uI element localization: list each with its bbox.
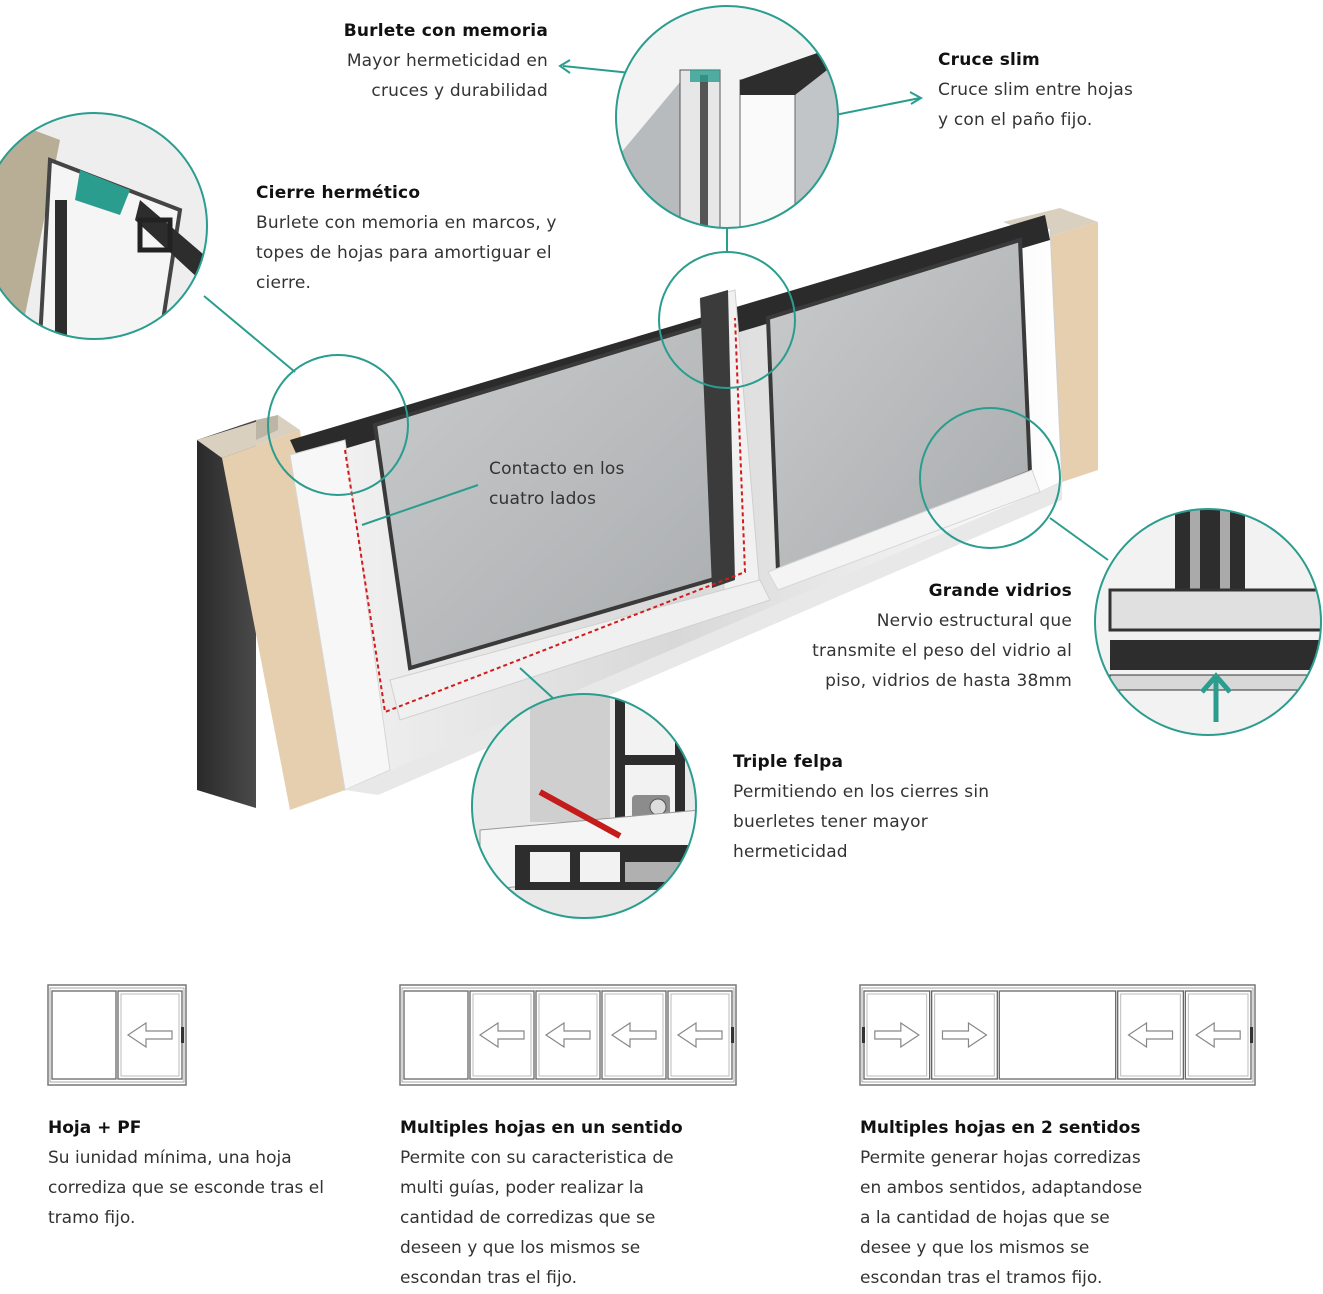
detail-circle-burlete: [615, 5, 839, 229]
detail-circle-grande: [1094, 508, 1322, 736]
arrow-left-icon: [676, 1021, 723, 1049]
window-illustration: [0, 5, 1322, 919]
arrow-left-icon: [126, 1021, 173, 1049]
callout-burlete: Burlete con memoria Mayor hermeticidad e…: [300, 16, 548, 106]
config-panel-fixed: [998, 990, 1117, 1080]
right-glass-panel: [765, 237, 1041, 591]
config-text: Permite con su caracteristica de multi g…: [400, 1148, 674, 1288]
left-glass-panel: [372, 289, 771, 721]
callout-grande-text: Nervio estructural que transmite el peso…: [812, 611, 1072, 691]
arrow-left-icon: [478, 1021, 525, 1049]
config-diagram-un-sentido: [399, 984, 737, 1086]
arrow-left-icon: [1127, 1021, 1174, 1049]
callout-cruce-text: Cruce slim entre hojas y con el paño fij…: [938, 80, 1134, 130]
config-diagram-dos-sentidos: [859, 984, 1256, 1086]
config-title: Hoja + PF: [48, 1118, 142, 1138]
callout-cierre: Cierre hermético Burlete con memoria en …: [256, 178, 596, 298]
arrow-right-icon: [941, 1021, 988, 1049]
detail-circle-triple: [471, 693, 697, 919]
callout-burlete-text: Mayor hermeticidad en cruces y durabilid…: [346, 51, 548, 101]
arrow-left-icon: [544, 1021, 591, 1049]
config-caption-hoja-pf: Hoja + PF Su iunidad mínima, una hoja co…: [48, 1113, 368, 1233]
callout-cierre-title: Cierre hermético: [256, 183, 421, 203]
callout-triple-title: Triple felpa: [733, 752, 844, 772]
detail-circle-cierre: [0, 112, 208, 340]
arrow-right-icon: [874, 1021, 920, 1049]
highlight-circles: [267, 251, 1061, 549]
config-title: Multiples hojas en un sentido: [400, 1118, 683, 1138]
arrow-left-icon: [610, 1021, 657, 1049]
callout-triple: Triple felpa Permitiendo en los cierres …: [733, 747, 1033, 867]
config-panel-fixed: [51, 990, 117, 1080]
config-text: Permite generar hojas corredizas en ambo…: [860, 1148, 1143, 1288]
config-caption-dos-sentidos: Multiples hojas en 2 sentidos Permite ge…: [860, 1113, 1190, 1293]
arrow-left-icon: [1195, 1021, 1241, 1049]
config-text: Su iunidad mínima, una hoja corrediza qu…: [48, 1148, 324, 1228]
config-panel-fixed: [403, 990, 469, 1080]
callout-grande: Grande vidrios Nervio estructural que tr…: [780, 576, 1072, 696]
config-caption-un-sentido: Multiples hojas en un sentido Permite co…: [400, 1113, 720, 1293]
left-wall: [197, 415, 345, 810]
callout-cruce: Cruce slim Cruce slim entre hojas y con …: [938, 45, 1198, 135]
callout-grande-title: Grande vidrios: [928, 581, 1072, 601]
callout-cierre-text: Burlete con memoria en marcos, y topes d…: [256, 213, 557, 293]
callout-burlete-title: Burlete con memoria: [343, 21, 548, 41]
callout-contacto: Contacto en los cuatro lados: [489, 454, 689, 514]
callout-cruce-title: Cruce slim: [938, 50, 1040, 70]
config-diagrams: [47, 984, 1256, 1086]
seal-dashed-line: [344, 317, 747, 714]
callout-contacto-text: Contacto en los cuatro lados: [489, 459, 625, 509]
callout-triple-text: Permitiendo en los cierres sin buerletes…: [733, 782, 990, 862]
config-diagram-hoja-pf: [47, 984, 187, 1086]
config-title: Multiples hojas en 2 sentidos: [860, 1118, 1141, 1138]
